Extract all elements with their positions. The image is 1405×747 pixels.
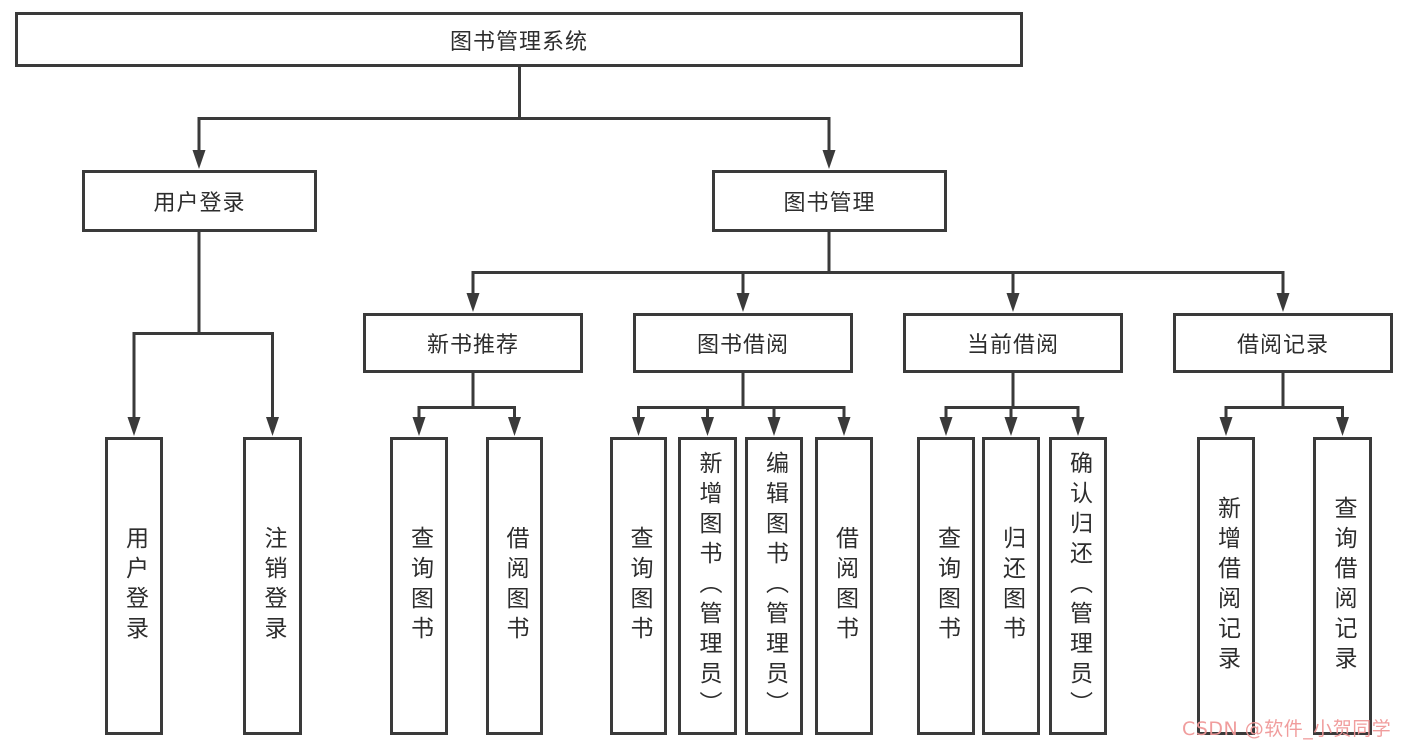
- leaf-label: 借阅图书: [831, 526, 858, 646]
- connector-book-borrowing: [632, 373, 851, 436]
- node-label: 图书管理系统: [449, 29, 588, 55]
- leaf-query-borrow-record: 查询借阅记录: [1313, 437, 1372, 735]
- connector-root: [192, 67, 836, 169]
- connector-user-login: [127, 232, 279, 436]
- leaf-label: 编辑图书（管理员）: [761, 451, 788, 721]
- node-borrowing-records: 借阅记录: [1173, 313, 1393, 373]
- leaf-label: 用户登录: [121, 526, 148, 646]
- leaf-label: 归还图书: [998, 526, 1025, 646]
- node-new-book-recommendation: 新书推荐: [363, 313, 583, 373]
- node-label: 图书管理: [783, 191, 876, 216]
- leaf-label: 查询图书: [406, 526, 433, 646]
- node-user-login: 用户登录: [82, 170, 317, 232]
- leaf-query-books-recommend: 查询图书: [390, 437, 448, 735]
- leaf-label: 查询借阅记录: [1330, 496, 1356, 676]
- node-label: 新书推荐: [426, 333, 519, 358]
- node-label: 借阅记录: [1236, 333, 1329, 358]
- node-label: 图书借阅: [696, 333, 789, 358]
- node-label: 用户登录: [153, 191, 246, 216]
- leaf-label: 新增借阅记录: [1213, 496, 1240, 676]
- leaf-label: 确认归还（管理员）: [1065, 451, 1092, 721]
- leaf-query-books-current: 查询图书: [917, 437, 975, 735]
- node-label: 当前借阅: [966, 333, 1059, 358]
- leaf-add-books-admin: 新增图书（管理员）: [678, 437, 737, 735]
- leaf-borrow-books-recommend: 借阅图书: [486, 437, 543, 735]
- node-library-management-system: 图书管理系统: [15, 12, 1023, 67]
- leaf-edit-books-admin: 编辑图书（管理员）: [745, 437, 803, 735]
- leaf-borrow-books-borrowing: 借阅图书: [815, 437, 873, 735]
- node-book-management: 图书管理: [712, 170, 947, 232]
- leaf-return-books: 归还图书: [982, 437, 1040, 735]
- leaf-label: 查询图书: [933, 526, 960, 646]
- leaf-user-login: 用户登录: [105, 437, 163, 735]
- leaf-logout: 注销登录: [243, 437, 302, 735]
- connector-current-borrowing: [939, 373, 1085, 436]
- node-current-borrowing: 当前借阅: [903, 313, 1123, 373]
- connector-book-management: [466, 232, 1290, 312]
- leaf-query-books-borrowing: 查询图书: [610, 437, 667, 735]
- leaf-label: 查询图书: [626, 526, 652, 646]
- leaf-label: 新增图书（管理员）: [695, 451, 721, 721]
- leaf-confirm-return-admin: 确认归还（管理员）: [1049, 437, 1107, 735]
- leaf-add-borrow-record: 新增借阅记录: [1197, 437, 1255, 735]
- node-book-borrowing: 图书借阅: [633, 313, 853, 373]
- connector-new-book-recommendation: [412, 373, 521, 436]
- connector-borrowing-records: [1219, 373, 1349, 436]
- csdn-watermark: CSDN @软件_小贺同学: [1182, 718, 1392, 740]
- leaf-label: 注销登录: [260, 526, 286, 646]
- leaf-label: 借阅图书: [502, 526, 528, 646]
